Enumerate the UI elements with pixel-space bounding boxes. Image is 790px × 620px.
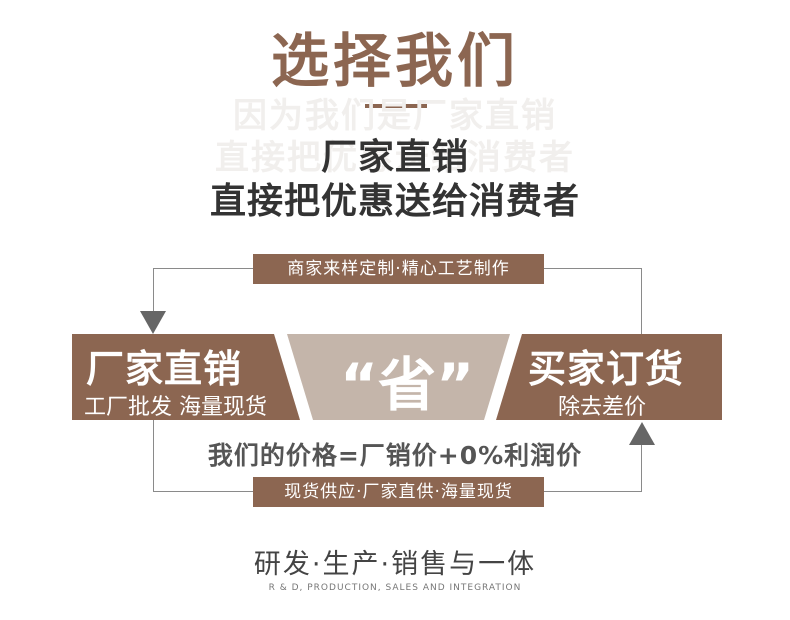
title-underline [365, 104, 427, 108]
flow-line-right-bottom [641, 444, 642, 491]
flow-line-left-top [153, 268, 154, 314]
arrow-up-icon [629, 422, 655, 445]
footer-chinese: 研发·生产·销售与一体 [253, 549, 537, 580]
watermark-text-1: 因为我们是厂家直销 [233, 96, 557, 136]
bottom-process-tag: 现货供应·厂家直供·海量现货 [253, 477, 544, 507]
footer-english: R & D, PRODUCTION, SALES AND INTEGRATION [268, 583, 522, 593]
right-box-subtitle: 除去差价 [558, 395, 647, 420]
price-formula: 我们的价格=厂销价+0%利润价 [207, 441, 583, 470]
top-process-tag: 商家来样定制·精心工艺制作 [253, 254, 544, 284]
center-save-word: “省” [340, 351, 475, 419]
subtitle-line-2: 直接把优惠送给消费者 [209, 181, 580, 222]
arrow-down-icon [140, 311, 166, 334]
subtitle-line-1: 厂家直销 [320, 137, 469, 178]
right-box-title: 买家订货 [528, 347, 685, 391]
right-box [496, 334, 722, 420]
left-box-subtitle: 工厂批发 海量现货 [84, 395, 267, 420]
watermark-text-2: 直接把优惠送给消费者 [215, 138, 575, 178]
left-box-title: 厂家直销 [86, 347, 243, 391]
center-trapezoid [287, 334, 510, 420]
section-title: 选择我们 [270, 27, 519, 95]
flow-line-left-bottom [153, 420, 154, 491]
left-box [72, 334, 300, 420]
flow-line-right-top [641, 268, 642, 334]
